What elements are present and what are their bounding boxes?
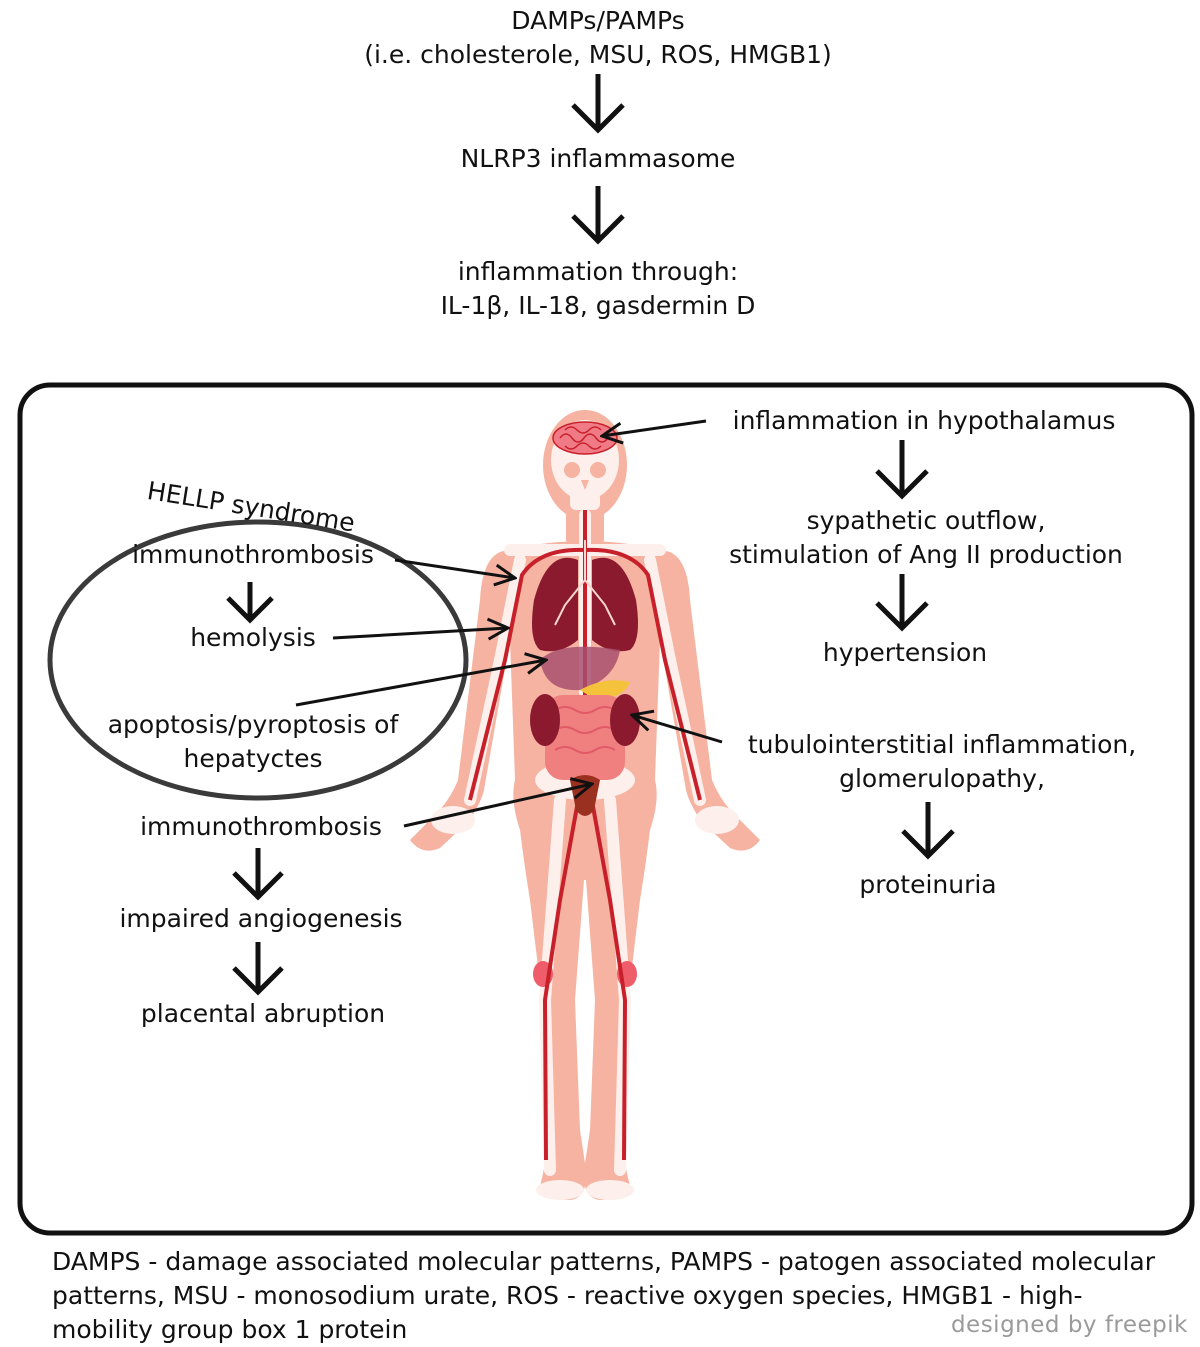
arrow-to-vessel-2 <box>332 628 508 638</box>
down-arrow-icon <box>875 574 929 632</box>
human-body-illustration <box>410 410 760 1200</box>
arrow-to-uterus <box>403 784 592 828</box>
arrow-to-vessel-1 <box>394 558 515 578</box>
pointer-arrows <box>295 419 723 828</box>
cytokines-label: IL-1β, IL-18, gasdermin D <box>440 291 756 320</box>
tubulointerstitial-label-line1: tubulointerstitial inflammation, <box>747 730 1137 759</box>
down-arrow-icon <box>901 802 955 860</box>
down-arrow-icon <box>875 440 929 500</box>
sympathetic-label-line1: sypathetic outflow, <box>806 506 1046 535</box>
arrow-to-kidney <box>632 715 723 744</box>
abbreviations-legend: DAMPS - damage associated molecular patt… <box>52 1247 1156 1344</box>
damps-pamps-label: DAMPs/PAMPs <box>511 6 685 35</box>
hypothalamus-label: inflammation in hypothalamus <box>732 406 1116 435</box>
credit-label: designed by freepik <box>950 1312 1188 1338</box>
proteinuria-label: proteinuria <box>859 870 997 899</box>
intestine-icon <box>545 695 625 780</box>
down-arrow-icon <box>232 848 284 901</box>
hemolysis-label: hemolysis <box>190 623 316 652</box>
inflammation-through-label: inflammation through: <box>457 257 739 286</box>
damps-examples-label: (i.e. cholesterole, MSU, ROS, HMGB1) <box>364 40 832 69</box>
down-arrow-icon <box>232 942 284 996</box>
apoptosis-label-line2: hepatyctes <box>183 744 323 773</box>
immunothrombosis-label-2: immunothrombosis <box>140 812 382 841</box>
immunothrombosis-label-1: immunothrombosis <box>132 540 374 569</box>
tubulointerstitial-label-line2: glomerulopathy, <box>839 764 1045 793</box>
kidney-icon <box>530 694 640 746</box>
sympathetic-label-line2: stimulation of Ang II production <box>729 540 1123 569</box>
arrow-to-liver <box>295 660 546 707</box>
hypertension-label: hypertension <box>822 638 988 667</box>
liver-icon <box>540 646 620 691</box>
lungs-icon <box>532 557 638 652</box>
hellp-ellipse <box>47 519 469 801</box>
placental-abruption-label: placental abruption <box>140 999 386 1028</box>
nlrp3-label: NLRP3 inflammasome <box>460 144 736 173</box>
cascade-down-arrows <box>226 74 955 996</box>
arrow-to-brain <box>602 419 707 436</box>
impaired-angiogenesis-label: impaired angiogenesis <box>119 904 403 933</box>
apoptosis-label-line1: apoptosis/pyroptosis of <box>107 710 399 739</box>
brain-icon <box>552 421 618 455</box>
down-arrow-icon <box>226 582 274 624</box>
down-arrow-icon <box>571 74 625 134</box>
body-frame <box>17 382 1195 1236</box>
down-arrow-icon <box>571 186 625 245</box>
